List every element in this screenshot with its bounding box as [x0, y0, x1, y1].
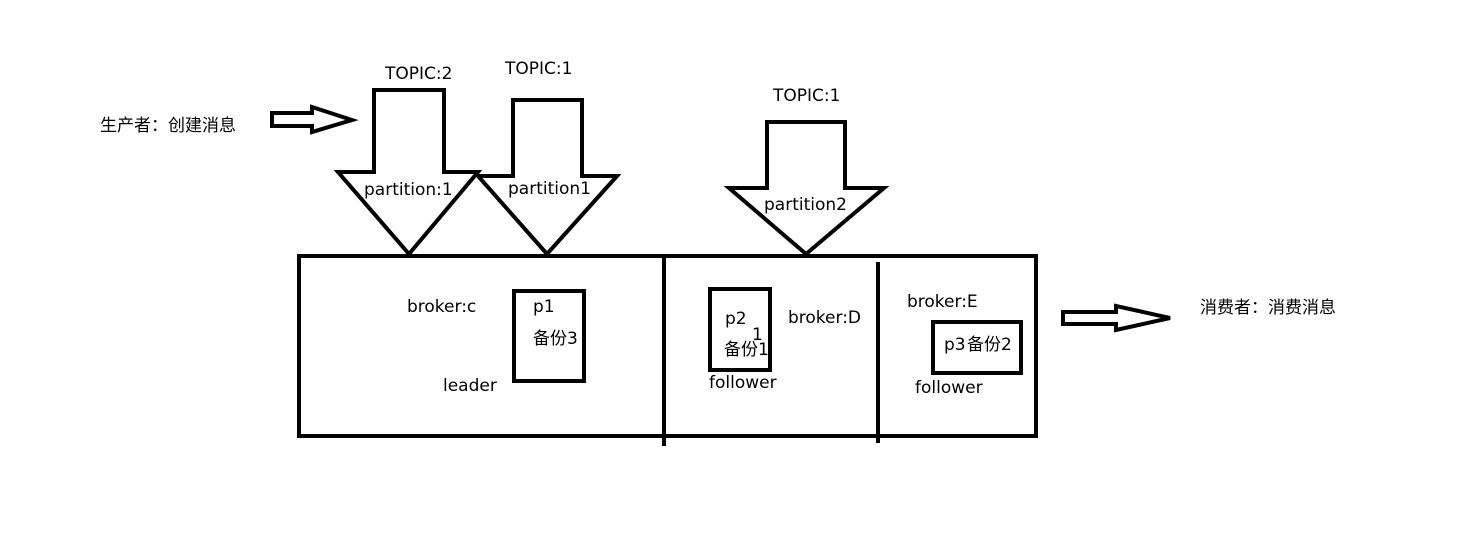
broker-c-role: leader — [443, 376, 497, 396]
consumer-label: 消费者：消费消息 — [1200, 298, 1336, 318]
broker-c-backup: 备份3 — [533, 329, 578, 349]
broker-d-partition-box — [708, 287, 772, 372]
broker-c-partition-box — [512, 289, 586, 383]
broker-d-extra-mark: 1 — [752, 325, 763, 345]
topic-1-label: TOPIC:2 — [384, 64, 452, 84]
broker-d-label: broker:D — [788, 308, 861, 328]
topic-arrow-3 — [723, 120, 890, 257]
broker-e-role: follower — [915, 378, 983, 398]
broker-d-partition-name: p2 — [725, 309, 747, 329]
producer-label: 生产者：创建消息 — [100, 116, 236, 136]
topic-2-label: TOPIC:1 — [504, 59, 572, 79]
broker-d-backup: 备份1 — [724, 340, 769, 360]
broker-e-partition-box — [931, 320, 1023, 375]
broker-e-partition-name: p3 — [944, 335, 966, 355]
topic-arrow-2 — [473, 98, 622, 258]
topic-arrow-1 — [333, 88, 483, 258]
broker-cluster-box — [297, 254, 1038, 438]
broker-c-partition-name: p1 — [533, 297, 555, 317]
broker-e-backup: 备份2 — [967, 335, 1012, 355]
broker-c-label: broker:c — [407, 297, 476, 317]
broker-e-label: broker:E — [907, 292, 978, 312]
producer-arrow — [270, 104, 359, 135]
topic-3-label: TOPIC:1 — [772, 86, 840, 106]
consumer-arrow — [1061, 303, 1171, 333]
topic-1-partition-label: partition:1 — [364, 180, 453, 200]
topic-2-partition-label: partition1 — [508, 179, 591, 199]
topic-3-partition-label: partition2 — [764, 195, 847, 215]
broker-d-role: follower — [709, 373, 777, 393]
